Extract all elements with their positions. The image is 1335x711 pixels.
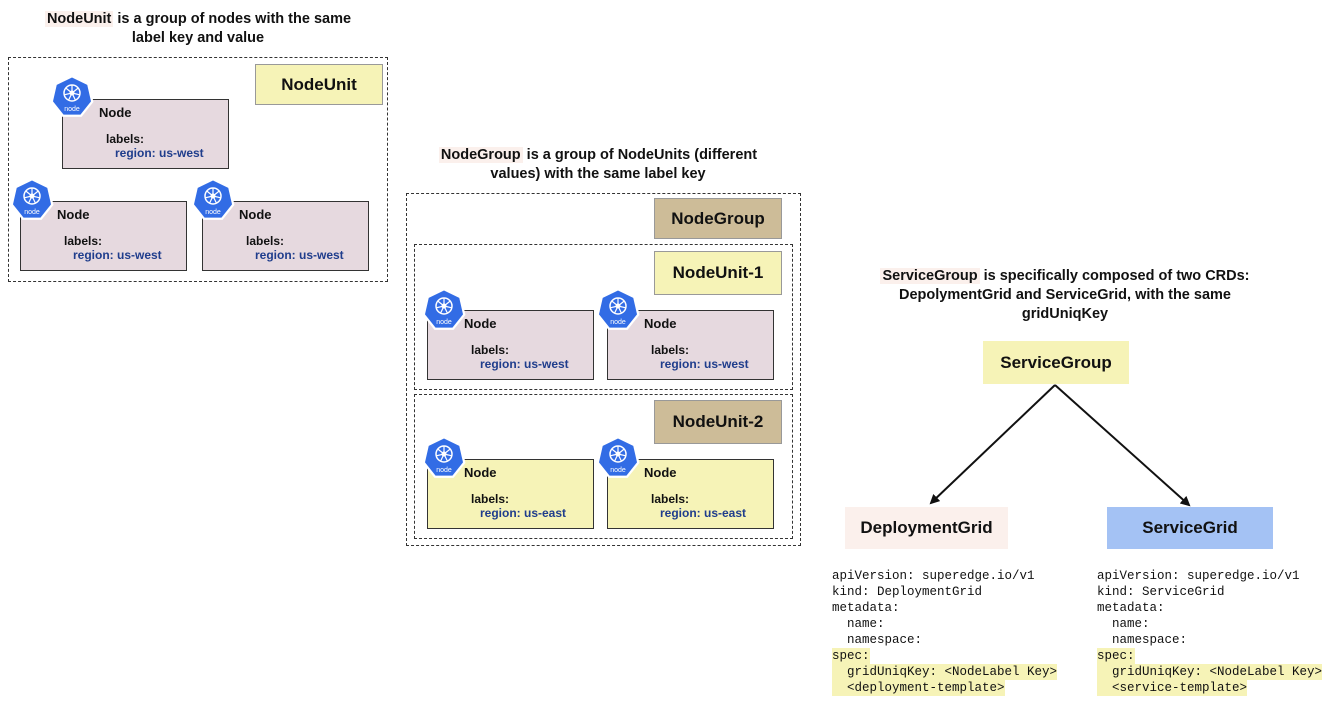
node-labels: labels: (64, 234, 103, 248)
deploymentgrid-yaml: apiVersion: superedge.io/v1 kind: Deploym… (832, 568, 1058, 696)
nodeunit1-tag: NodeUnit-1 (654, 251, 782, 295)
nodegroup-caption-line2: values) with the same label key (490, 166, 706, 182)
nodeunit2-tag: NodeUnit-2 (654, 400, 782, 444)
yaml-line: name: (832, 617, 885, 631)
yaml-line: gridUniqKey: <NodeLabel Key> (832, 664, 1058, 680)
servicegroup-caption-line3: gridUniqKey (1021, 306, 1109, 322)
yaml-line: apiVersion: superedge.io/v1 (1097, 569, 1300, 583)
node-card: Node labels: region: us-west (20, 201, 187, 271)
node-icon: node (422, 435, 466, 481)
svg-text:node: node (24, 209, 40, 216)
yaml-line: <service-template> (1097, 680, 1248, 696)
nodeunit-term: NodeUnit (44, 11, 114, 27)
node-labels: labels: (106, 132, 145, 146)
node-title: Node (644, 316, 677, 331)
nodegroup-caption: NodeGroup is a group of NodeUnits (diffe… (398, 146, 798, 184)
arrow-to-servicegrid (1054, 384, 1191, 507)
node-icon: node (596, 435, 640, 481)
node-icon: node (10, 177, 54, 223)
svg-text:node: node (610, 467, 626, 474)
yaml-line: spec: (1097, 648, 1135, 664)
node-region: region: us-east (480, 506, 567, 520)
yaml-line: metadata: (832, 601, 900, 615)
node-card: Node labels: region: us-east (607, 459, 774, 529)
node-icon: node (50, 74, 94, 120)
svg-text:node: node (610, 319, 626, 326)
node-region: region: us-west (660, 357, 749, 371)
servicegrid-tag: ServiceGrid (1107, 507, 1273, 549)
node-region: region: us-west (480, 357, 569, 371)
servicegroup-caption-line2: DepolymentGrid and ServiceGrid, with the… (899, 287, 1231, 303)
yaml-line: name: (1097, 617, 1150, 631)
node-labels: labels: (651, 343, 690, 357)
nodegroup-tag: NodeGroup (654, 198, 782, 239)
node-title: Node (239, 207, 272, 222)
deploymentgrid-tag: DeploymentGrid (845, 507, 1008, 549)
servicegroup-caption-line1: is specifically composed of two CRDs: (979, 268, 1250, 284)
nodeunit-caption: NodeUnit is a group of nodes with the sa… (8, 10, 388, 48)
nodegroup-box (406, 193, 801, 546)
nodeunit-box (8, 57, 388, 282)
servicegrid-yaml: apiVersion: superedge.io/v1 kind: Service… (1097, 568, 1323, 696)
nodeunit-tag: NodeUnit (255, 64, 383, 105)
yaml-line: namespace: (832, 633, 923, 647)
node-card: Node labels: region: us-west (202, 201, 369, 271)
nodegroup-caption-line1: is a group of NodeUnits (different (522, 147, 758, 163)
yaml-line: kind: DeploymentGrid (832, 585, 983, 599)
yaml-line: kind: ServiceGrid (1097, 585, 1225, 599)
node-title: Node (57, 207, 90, 222)
svg-text:node: node (436, 467, 452, 474)
node-title: Node (464, 465, 497, 480)
node-card: Node labels: region: us-west (607, 310, 774, 380)
node-icon: node (596, 287, 640, 333)
nodeunit2-box (414, 394, 793, 539)
servicegroup-caption: ServiceGroup is specifically composed of… (840, 267, 1290, 324)
servicegroup-term: ServiceGroup (880, 268, 980, 284)
node-icon: node (422, 287, 466, 333)
nodeunit-caption-line2: label key and value (131, 30, 265, 46)
node-region: region: us-west (255, 248, 344, 262)
node-card: Node labels: region: us-west (62, 99, 229, 169)
nodeunit1-box (414, 244, 793, 390)
node-labels: labels: (471, 343, 510, 357)
yaml-line: namespace: (1097, 633, 1188, 647)
arrow-to-deploymentgrid (929, 384, 1056, 505)
yaml-line: spec: (832, 648, 870, 664)
node-title: Node (464, 316, 497, 331)
svg-text:node: node (436, 319, 452, 326)
node-labels: labels: (246, 234, 285, 248)
node-region: region: us-west (73, 248, 162, 262)
svg-text:node: node (64, 106, 80, 113)
node-labels: labels: (651, 492, 690, 506)
node-title: Node (99, 105, 132, 120)
nodegroup-term: NodeGroup (438, 147, 523, 163)
yaml-line: apiVersion: superedge.io/v1 (832, 569, 1035, 583)
svg-text:node: node (205, 209, 221, 216)
yaml-line: gridUniqKey: <NodeLabel Key> (1097, 664, 1323, 680)
yaml-line: <deployment-template> (832, 680, 1005, 696)
node-card: Node labels: region: us-east (427, 459, 594, 529)
node-labels: labels: (471, 492, 510, 506)
node-icon: node (191, 177, 235, 223)
yaml-line: metadata: (1097, 601, 1165, 615)
node-title: Node (644, 465, 677, 480)
node-region: region: us-west (115, 146, 204, 160)
node-region: region: us-east (660, 506, 747, 520)
nodeunit-caption-line1: is a group of nodes with the same (113, 11, 352, 27)
servicegroup-tag: ServiceGroup (983, 341, 1129, 384)
